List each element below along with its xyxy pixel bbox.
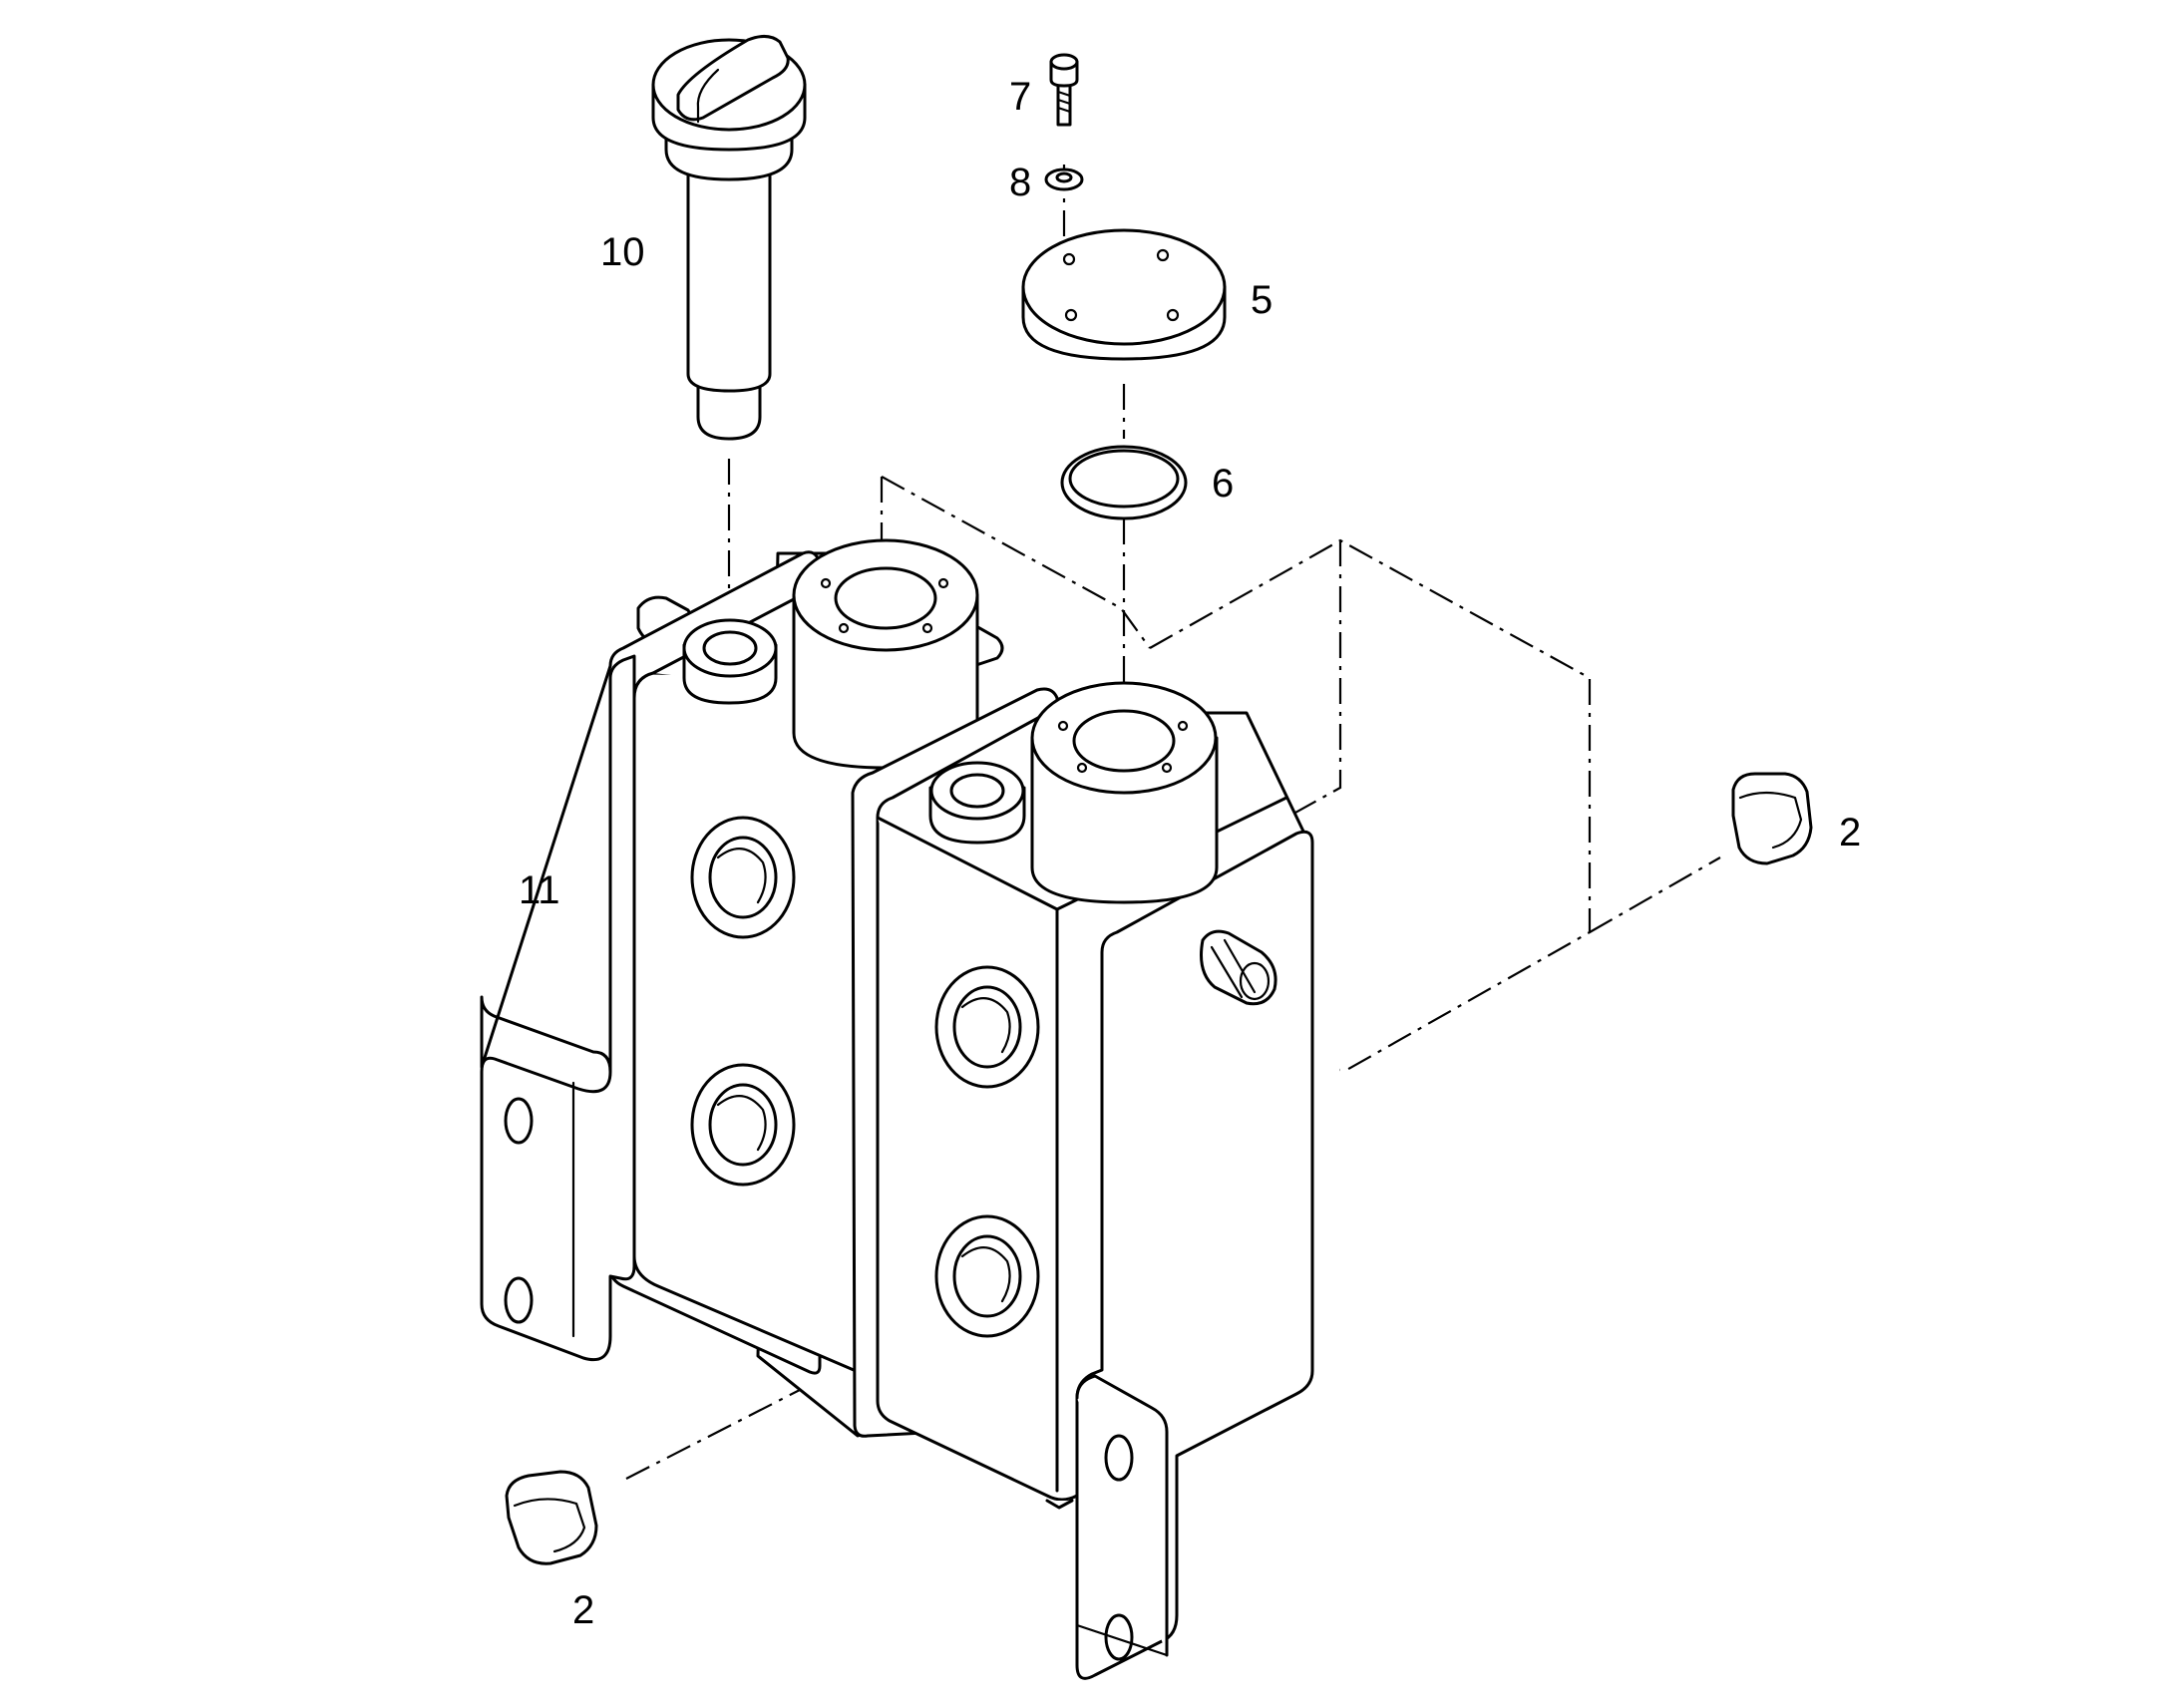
plug-left (505, 1470, 598, 1565)
callout-11: 11 (519, 868, 560, 912)
callout-5: 5 (1251, 278, 1272, 322)
plug-right (1731, 772, 1813, 865)
cap-screw (1049, 53, 1079, 127)
valve-block-right (851, 681, 1314, 1680)
o-ring (1060, 445, 1188, 520)
washer (1044, 168, 1084, 191)
callout-labels: 10 7 8 5 6 11 2 2 (519, 75, 1861, 1632)
callout-10: 10 (600, 230, 645, 274)
filler-breather-cap (651, 35, 807, 441)
cover-plate (1021, 228, 1227, 361)
callout-2-right: 2 (1839, 811, 1861, 854)
callout-7: 7 (1009, 75, 1031, 119)
callout-8: 8 (1009, 161, 1031, 204)
callout-2-left: 2 (572, 1588, 594, 1632)
callout-6: 6 (1212, 462, 1234, 506)
